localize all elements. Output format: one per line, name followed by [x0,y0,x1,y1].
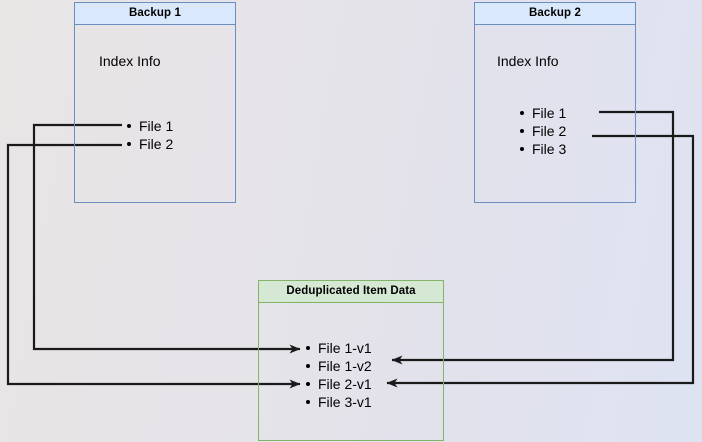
list-item: File 1-v2 [304,357,372,375]
node-backup-1-file-list: File 1 File 2 [125,117,173,153]
node-backup-1-body: Index Info File 1 File 2 [75,25,235,202]
list-item: File 3 [518,140,566,158]
node-backup-1-title: Backup 1 [75,3,235,25]
node-backup-2[interactable]: Backup 2 Index Info File 1 File 2 File 3 [474,2,636,203]
node-backup-2-subtitle: Index Info [497,53,559,69]
list-item: File 2 [125,135,173,153]
node-deduplicated-item-data-body: File 1-v1 File 1-v2 File 2-v1 File 3-v1 [259,303,443,440]
node-backup-1-subtitle: Index Info [99,53,161,69]
list-item: File 2-v1 [304,375,372,393]
list-item: File 1-v1 [304,339,372,357]
node-backup-2-body: Index Info File 1 File 2 File 3 [475,25,635,202]
list-item: File 1 [125,117,173,135]
list-item: File 2 [518,122,566,140]
node-backup-2-file-list: File 1 File 2 File 3 [518,104,566,158]
node-backup-1[interactable]: Backup 1 Index Info File 1 File 2 [74,2,236,203]
node-deduplicated-item-data[interactable]: Deduplicated Item Data File 1-v1 File 1-… [258,280,444,441]
node-deduplicated-item-data-file-list: File 1-v1 File 1-v2 File 2-v1 File 3-v1 [304,339,372,411]
node-backup-2-title: Backup 2 [475,3,635,25]
list-item: File 1 [518,104,566,122]
node-deduplicated-item-data-title: Deduplicated Item Data [259,281,443,303]
list-item: File 3-v1 [304,393,372,411]
